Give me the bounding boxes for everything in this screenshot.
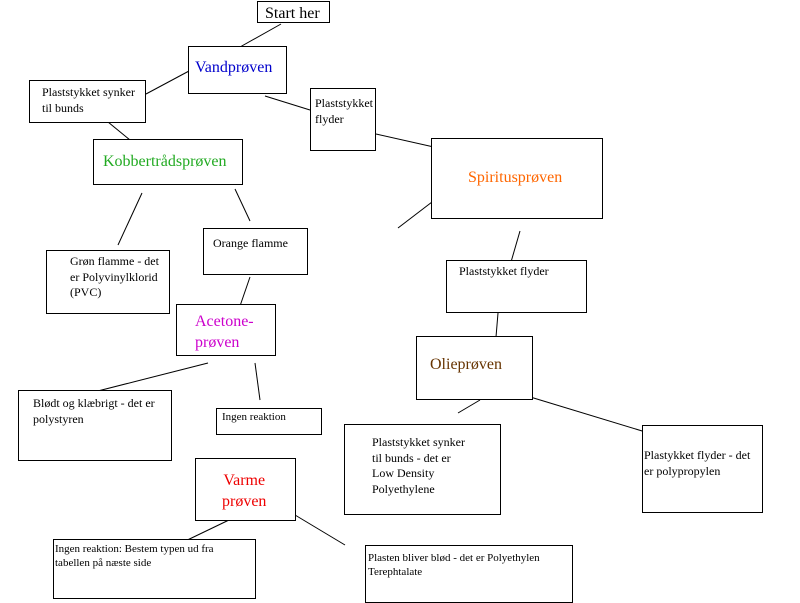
line-acetone-bloedt [85, 362, 209, 395]
line-spiritus-left [397, 201, 433, 229]
line-spiritus-flyder [510, 230, 521, 263]
line-vand-flyder [264, 95, 311, 111]
ingen-label-2: Ingen reaktion: Bestem typen ud fra tabe… [55, 543, 214, 570]
ingen-box-2[interactable]: Ingen reaktion: Bestem typen ud fra tabe… [53, 539, 256, 599]
flyder-label-2: Plaststykket flyder [459, 264, 549, 278]
blod-box[interactable]: Plasten bliver blød - det er Polyethylen… [365, 545, 573, 603]
synker-box-2[interactable]: Plaststykket synker til bunds - det er L… [344, 424, 501, 515]
bloedt-label: Blødt og klæbrigt - det er polystyren [33, 396, 155, 426]
bloedt-box[interactable]: Blødt og klæbrigt - det er polystyren [18, 390, 172, 461]
ingen-label-1: Ingen reaktion [222, 411, 286, 423]
acetone-label: Acetone- prøven [195, 313, 254, 351]
line-varme-blod [294, 514, 346, 546]
flyder-box-3[interactable]: Plastykket flyder - det er polypropylen [642, 425, 763, 513]
varme-box[interactable]: Varme prøven [195, 458, 296, 521]
ingen-box-1[interactable]: Ingen reaktion [216, 408, 322, 435]
synker-label-2: Plaststykket synker til bunds - det er L… [372, 435, 465, 496]
kobber-box[interactable]: Kobbertrådsprøven [93, 139, 243, 185]
line-olie-synker [457, 399, 481, 414]
vandproeven-box[interactable]: Vandprøven [188, 46, 287, 94]
flyder-box-2[interactable]: Plaststykket flyder [446, 260, 587, 313]
vandproeven-label: Vandprøven [195, 59, 273, 76]
line-kobber-groen [117, 192, 143, 246]
spiritus-label: Spiritusprøven [468, 169, 563, 186]
line-orange-acetone [239, 276, 251, 307]
line-flyder-olie [495, 312, 499, 338]
start-box[interactable]: Start her [257, 1, 330, 23]
orange-box[interactable]: Orange flamme [203, 228, 308, 275]
synker-label-1: Plaststykket synker til bunds [42, 85, 135, 115]
blod-label: Plasten bliver blød - det er Polyethylen… [368, 552, 540, 579]
olie-box[interactable]: Olieprøven [416, 336, 533, 400]
line-acetone-ingen [254, 362, 261, 401]
line-kobber-orange [234, 188, 251, 222]
start-label: Start her [265, 5, 320, 22]
line-synker-kobber [107, 121, 131, 141]
groen-box[interactable]: Grøn flamme - det er Polyvinylklorid (PV… [46, 250, 170, 314]
varme-label: Varme prøven [222, 472, 267, 510]
groen-label: Grøn flamme - det er Polyvinylklorid (PV… [70, 254, 159, 300]
flyder-label-1: Plaststykket flyder [315, 96, 374, 126]
orange-label: Orange flamme [213, 236, 288, 250]
kobber-label: Kobbertrådsprøven [103, 153, 227, 170]
synker-box-1[interactable]: Plaststykket synker til bunds [29, 80, 146, 123]
line-olie-flyder [526, 395, 653, 435]
spiritus-box[interactable]: Spiritusprøven [431, 138, 603, 219]
olie-label: Olieprøven [430, 356, 502, 373]
line-start-vand [239, 23, 282, 48]
line-vand-synker [145, 70, 190, 95]
flyder-box-1[interactable]: Plaststykket flyder [310, 88, 376, 151]
flyder-label-3: Plastykket flyder - det er polypropylen [644, 448, 751, 478]
acetone-box[interactable]: Acetone- prøven [176, 304, 276, 356]
